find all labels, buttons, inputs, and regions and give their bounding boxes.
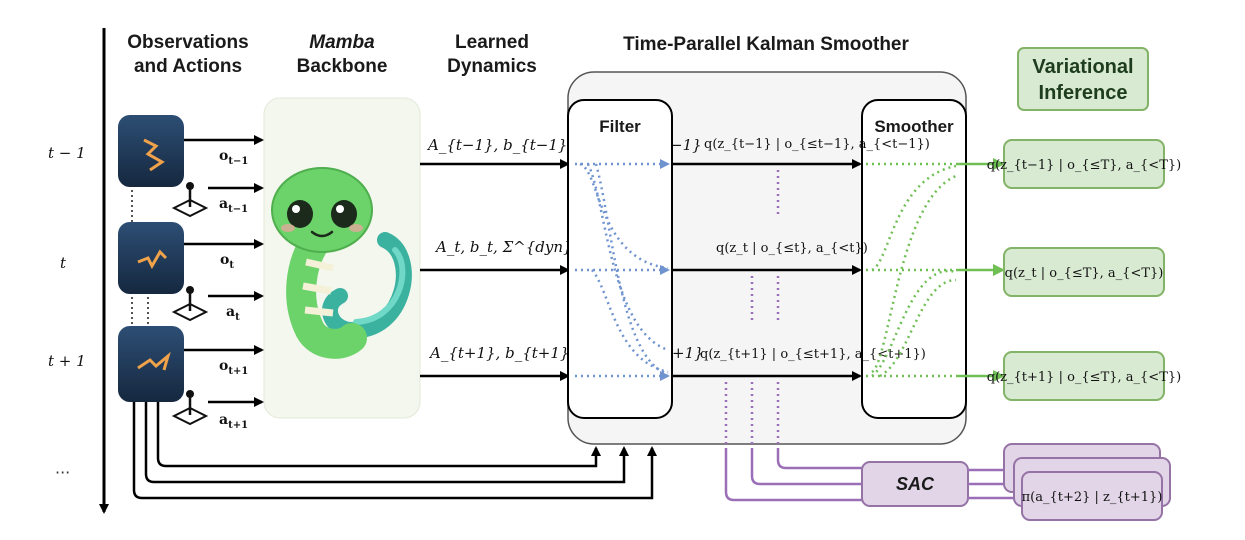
observation-tile-icon	[118, 326, 184, 402]
header-obs-line2: and Actions	[134, 56, 242, 77]
header-dyn-line1: Learned	[455, 32, 529, 53]
action-label-t-minus-1: at−1	[219, 196, 248, 215]
header-mamba-line2: Backbone	[297, 56, 388, 77]
observation-tile-icon	[118, 115, 184, 187]
time-label-t: t	[60, 254, 67, 272]
joystick-icon	[171, 182, 209, 218]
filter-output-label-t: q(z_t | o_{≤t}, a_{<t})	[716, 241, 868, 256]
action-label-t-plus-1: at+1	[219, 412, 248, 431]
smoother-flow-lines	[866, 162, 957, 378]
header-mamba-line1: Mamba	[309, 32, 375, 53]
header-obs-line1: Observations	[127, 32, 248, 53]
obs-label-t: ot	[220, 252, 234, 271]
joystick-icon	[171, 390, 209, 426]
vi-output-box-t-plus-1	[1003, 351, 1165, 401]
policy-box	[1021, 471, 1163, 521]
filter-output-label-t-minus-1: q(z_{t−1} | o_{≤t−1}, a_{<t−1})	[704, 137, 930, 152]
filter-output-label-t-plus-1: q(z_{t+1} | o_{≤t+1}, a_{<t+1})	[700, 347, 926, 362]
vi-header-box	[1017, 47, 1149, 111]
vi-output-label-t-minus-1: q(z_{t−1} | o_{≤T}, a_{<T})	[987, 158, 1181, 173]
sac-label: SAC	[896, 474, 935, 494]
header-kalman: Time-Parallel Kalman Smoother	[623, 34, 909, 55]
smoother-box	[861, 99, 967, 419]
header-vi-line2: Inference	[1039, 82, 1128, 104]
vi-output-label-t-plus-1: q(z_{t+1} | o_{≤T}, a_{<T})	[987, 370, 1181, 385]
filter-label: Filter	[599, 117, 641, 136]
vi-output-box-t	[1003, 247, 1165, 297]
smoother-label: Smoother	[874, 117, 954, 136]
snake-mascot-icon	[271, 167, 412, 359]
obs-label-t-minus-1: ot−1	[219, 148, 248, 167]
joystick-icon	[171, 286, 209, 322]
vi-output-label-t: q(z_t | o_{≤T}, a_{<T})	[1005, 266, 1164, 281]
sac-dotted-taps	[724, 170, 780, 448]
filter-flow-lines	[575, 159, 670, 381]
sac-input-lines	[724, 448, 862, 502]
header-dyn-line2: Dynamics	[447, 56, 537, 77]
observation-tile-icon	[118, 222, 184, 294]
action-label-t: at	[226, 304, 240, 323]
time-label-ellipsis: ···	[55, 463, 70, 482]
policy-label: π(a_{t+2} | z_{t+1})	[1022, 490, 1163, 505]
vi-output-box-t-minus-1	[1003, 139, 1165, 189]
time-label-t-minus-1: t − 1	[48, 144, 86, 162]
dynamics-label-t: A_t, b_t, Σ^{dyn}_t	[434, 238, 587, 256]
filter-box	[567, 99, 673, 419]
time-label-t-plus-1: t + 1	[48, 352, 86, 370]
obs-label-t-plus-1: ot+1	[219, 358, 248, 377]
observation-bypass-lines	[132, 402, 657, 500]
header-vi-line1: Variational	[1032, 56, 1133, 78]
